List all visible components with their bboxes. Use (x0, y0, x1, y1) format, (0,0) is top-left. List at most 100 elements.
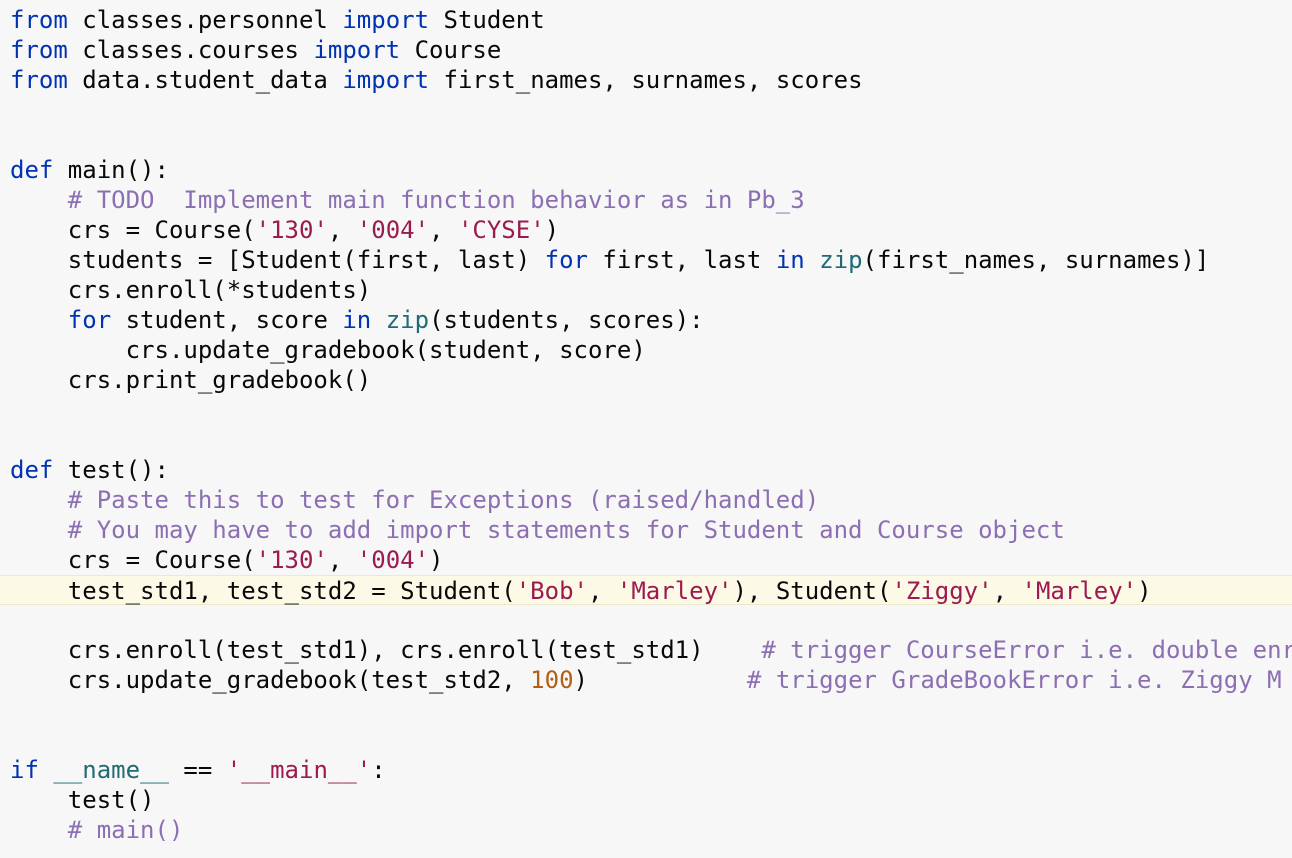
code-token: == (168, 756, 227, 784)
code-token: ), Student( (732, 577, 892, 605)
string-token: '__main__' (226, 756, 372, 784)
code-line[interactable] (0, 605, 1292, 635)
code-line[interactable] (0, 425, 1292, 455)
code-token (10, 486, 68, 514)
code-token: first, last (587, 246, 776, 274)
keyword-token: for (67, 306, 112, 334)
code-line[interactable]: def main(): (0, 155, 1292, 185)
code-token: test() (10, 786, 155, 814)
code-line[interactable]: crs.print_gradebook() (0, 365, 1292, 395)
code-token: main(): (53, 156, 169, 184)
comment-token: # TODO Implement main function behavior … (67, 186, 805, 214)
keyword-token: from (10, 36, 68, 64)
code-token: crs.update_gradebook(test_std2, (10, 666, 531, 694)
code-token: students = [Student(first, last) (10, 246, 545, 274)
comment-token: # main() (67, 816, 184, 844)
code-token: ) (544, 216, 560, 244)
code-token: test_std1, test_std2 = Student( (10, 577, 516, 605)
keyword-token: in (775, 246, 805, 274)
dunder-token: __name__ (53, 756, 169, 784)
string-token: '130' (255, 216, 328, 244)
code-line[interactable]: crs.update_gradebook(test_std2, 100) # t… (0, 665, 1292, 695)
string-token: '004' (356, 546, 430, 574)
code-line[interactable]: from classes.personnel import Student (0, 5, 1292, 35)
code-line[interactable] (0, 95, 1292, 125)
code-line[interactable]: students = [Student(first, last) for fir… (0, 245, 1292, 275)
keyword-token: def (10, 156, 54, 184)
comment-token: # trigger GradeBookError i.e. Ziggy M (746, 666, 1282, 694)
string-token: 'Ziggy' (891, 577, 993, 605)
string-token: '130' (255, 546, 328, 574)
keyword-token: import (342, 66, 430, 94)
code-line[interactable] (0, 395, 1292, 425)
code-line[interactable]: test() (0, 785, 1292, 815)
code-line[interactable]: # Paste this to test for Exceptions (rai… (0, 485, 1292, 515)
builtin-token: zip (385, 306, 430, 334)
code-token: crs.enroll(*students) (10, 276, 372, 304)
code-token: ) (573, 666, 747, 694)
code-token (10, 306, 68, 334)
code-token: , (327, 216, 357, 244)
code-token: , (992, 577, 1022, 605)
code-token: (first_names, surnames)] (862, 246, 1210, 274)
string-token: 'CYSE' (457, 216, 545, 244)
code-token: student, score (111, 306, 343, 334)
keyword-token: import (342, 6, 430, 34)
code-token (371, 306, 385, 334)
code-token: crs = Course( (10, 216, 256, 244)
code-token: crs.enroll(test_std1), crs.enroll(test_s… (10, 636, 762, 664)
code-token: data.student_data (67, 66, 343, 94)
keyword-token: in (342, 306, 372, 334)
string-token: 'Marley' (616, 577, 733, 605)
number-token: 100 (530, 666, 574, 694)
code-line[interactable]: crs.enroll(test_std1), crs.enroll(test_s… (0, 635, 1292, 665)
code-line[interactable]: # TODO Implement main function behavior … (0, 185, 1292, 215)
code-token: Student (429, 6, 545, 34)
comment-token: # You may have to add import statements … (67, 516, 1065, 544)
keyword-token: from (10, 66, 68, 94)
string-token: '004' (356, 216, 430, 244)
comment-token: # Paste this to test for Exceptions (rai… (67, 486, 820, 514)
code-token: ) (1137, 577, 1152, 605)
code-token: classes.personnel (67, 6, 343, 34)
current-code-line[interactable]: test_std1, test_std2 = Student('Bob', 'M… (0, 575, 1292, 605)
code-line[interactable]: if __name__ == '__main__': (0, 755, 1292, 785)
code-token (10, 186, 68, 214)
code-token (10, 516, 68, 544)
code-token: crs.print_gradebook() (10, 366, 372, 394)
code-token: , (429, 216, 458, 244)
code-token (10, 816, 68, 844)
code-line[interactable]: # You may have to add import statements … (0, 515, 1292, 545)
code-line[interactable]: from classes.courses import Course (0, 35, 1292, 65)
keyword-token: if (10, 756, 39, 784)
code-token: crs = Course( (10, 546, 256, 574)
code-token: test(): (53, 456, 169, 484)
code-line[interactable]: crs = Course('130', '004', 'CYSE') (0, 215, 1292, 245)
code-token (39, 756, 53, 784)
code-line[interactable] (0, 125, 1292, 155)
code-token: , (587, 577, 617, 605)
comment-token: # trigger CourseError i.e. double enr (761, 636, 1292, 664)
code-line[interactable]: crs = Course('130', '004') (0, 545, 1292, 575)
code-token: classes.courses (67, 36, 314, 64)
code-line[interactable] (0, 725, 1292, 755)
string-token: 'Marley' (1021, 577, 1138, 605)
code-line[interactable]: # main() (0, 815, 1292, 845)
code-line[interactable]: def test(): (0, 455, 1292, 485)
code-token: Course (400, 36, 502, 64)
code-line[interactable] (0, 695, 1292, 725)
keyword-token: def (10, 456, 54, 484)
code-token: : (371, 756, 386, 784)
code-line[interactable]: from data.student_data import first_name… (0, 65, 1292, 95)
code-token: ) (429, 546, 444, 574)
code-line[interactable]: crs.update_gradebook(student, score) (0, 335, 1292, 365)
code-token: first_names, surnames, scores (429, 66, 863, 94)
keyword-token: import (313, 36, 401, 64)
code-token: , (327, 546, 357, 574)
builtin-token: zip (819, 246, 863, 274)
code-token: (students, scores): (429, 306, 704, 334)
code-token (805, 246, 819, 274)
code-line[interactable]: crs.enroll(*students) (0, 275, 1292, 305)
code-line[interactable]: for student, score in zip(students, scor… (0, 305, 1292, 335)
